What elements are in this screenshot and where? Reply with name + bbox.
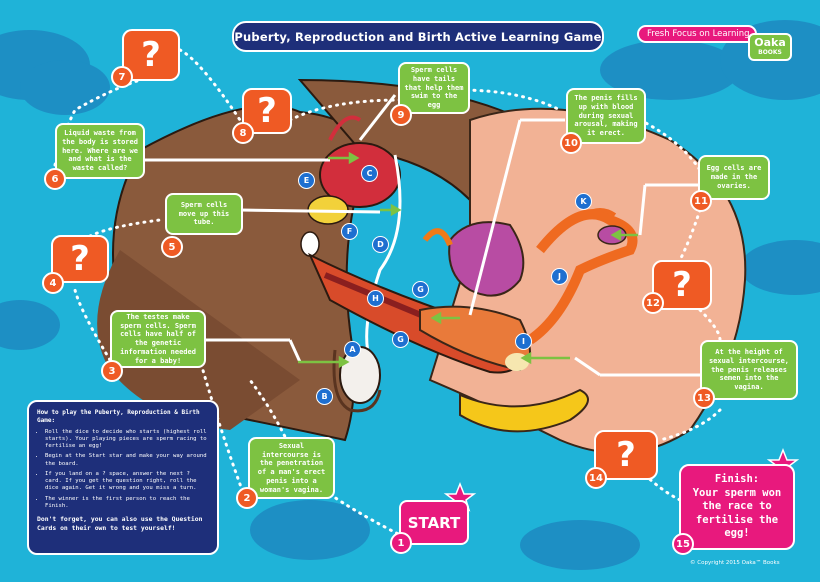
- anatomy-label-a: A: [344, 341, 361, 358]
- finish-title: Finish:: [714, 472, 760, 485]
- uterus: [448, 221, 525, 297]
- cloud-decoration: [520, 520, 640, 570]
- space-number-1: 1: [390, 532, 412, 554]
- space-number-12: 12: [642, 292, 664, 314]
- cloud-decoration: [250, 500, 370, 560]
- space-number-4: 4: [42, 272, 64, 294]
- anatomy-label-g: G: [392, 331, 409, 348]
- anatomy-label-k: K: [575, 193, 592, 210]
- fact-space-10[interactable]: The penis fills up with blood during sex…: [566, 88, 646, 144]
- rule-item: Roll the dice to decide who starts (high…: [45, 429, 209, 451]
- anatomy-label-i: I: [515, 333, 532, 350]
- page-title: Puberty, Reproduction and Birth Active L…: [232, 21, 604, 52]
- anatomy-label-c: C: [361, 165, 378, 182]
- space-number-10: 10: [560, 132, 582, 154]
- logo-line1: Oaka: [754, 36, 786, 49]
- fact-space-13[interactable]: At the height of sexual intercourse, the…: [700, 340, 798, 400]
- finish-space[interactable]: Finish: Your sperm won the race to ferti…: [679, 464, 795, 550]
- logo-line2: BOOKS: [758, 49, 782, 56]
- fact-space-2[interactable]: Sexual intercourse is the penetration of…: [248, 437, 335, 499]
- rule-item: If you land on a ? space, answer the nex…: [45, 471, 209, 493]
- space-number-11: 11: [690, 190, 712, 212]
- question-space-7[interactable]: ?: [122, 29, 180, 81]
- space-number-9: 9: [390, 104, 412, 126]
- copyright-notice: © Copyright 2015 Oaka™ Books: [690, 560, 780, 566]
- pointer-arrows: [298, 151, 638, 369]
- space-number-14: 14: [585, 467, 607, 489]
- fact-space-3[interactable]: The testes make sperm cells. Sperm cells…: [110, 310, 206, 368]
- space-number-13: 13: [693, 387, 715, 409]
- fact-space-11[interactable]: Egg cells are made in the ovaries.: [698, 155, 770, 200]
- brand-tagline: Fresh Focus on Learning: [637, 25, 757, 43]
- space-number-3: 3: [101, 360, 123, 382]
- anatomy-label-f: F: [341, 223, 358, 240]
- space-number-15: 15: [672, 533, 694, 555]
- space-number-8: 8: [232, 122, 254, 144]
- anatomy-label-j: J: [551, 268, 568, 285]
- cloud-decoration: [740, 240, 820, 295]
- anatomy-label-d: D: [372, 236, 389, 253]
- anatomy-label-b: B: [316, 388, 333, 405]
- cloud-decoration: [20, 60, 110, 115]
- rule-item: Begin at the Start star and make your wa…: [45, 453, 209, 468]
- space-number-7: 7: [111, 66, 133, 88]
- how-to-play-panel: How to play the Puberty, Reproduction & …: [27, 400, 219, 555]
- anatomy-label-g: G: [412, 281, 429, 298]
- space-number-2: 2: [236, 487, 258, 509]
- fact-space-6[interactable]: Liquid waste from the body is stored her…: [55, 123, 145, 179]
- fact-space-9[interactable]: Sperm cells have tails that help them sw…: [398, 62, 470, 114]
- finish-text: Your sperm won the race to fertilise the…: [692, 486, 782, 540]
- rules-list: Roll the dice to decide who starts (high…: [37, 429, 209, 511]
- how-to-play-footer: Don't forget, you can also use the Quest…: [37, 515, 203, 532]
- how-to-play-heading: How to play the Puberty, Reproduction & …: [37, 409, 200, 424]
- anatomy-label-h: H: [367, 290, 384, 307]
- oaka-books-logo: Oaka BOOKS: [748, 33, 792, 61]
- anatomy-label-e: E: [298, 172, 315, 189]
- space-number-6: 6: [44, 168, 66, 190]
- space-number-5: 5: [161, 236, 183, 258]
- start-space[interactable]: START: [399, 500, 469, 545]
- rule-item: The winner is the first person to reach …: [45, 496, 209, 511]
- fact-space-5[interactable]: Sperm cells move up this tube.: [165, 193, 243, 235]
